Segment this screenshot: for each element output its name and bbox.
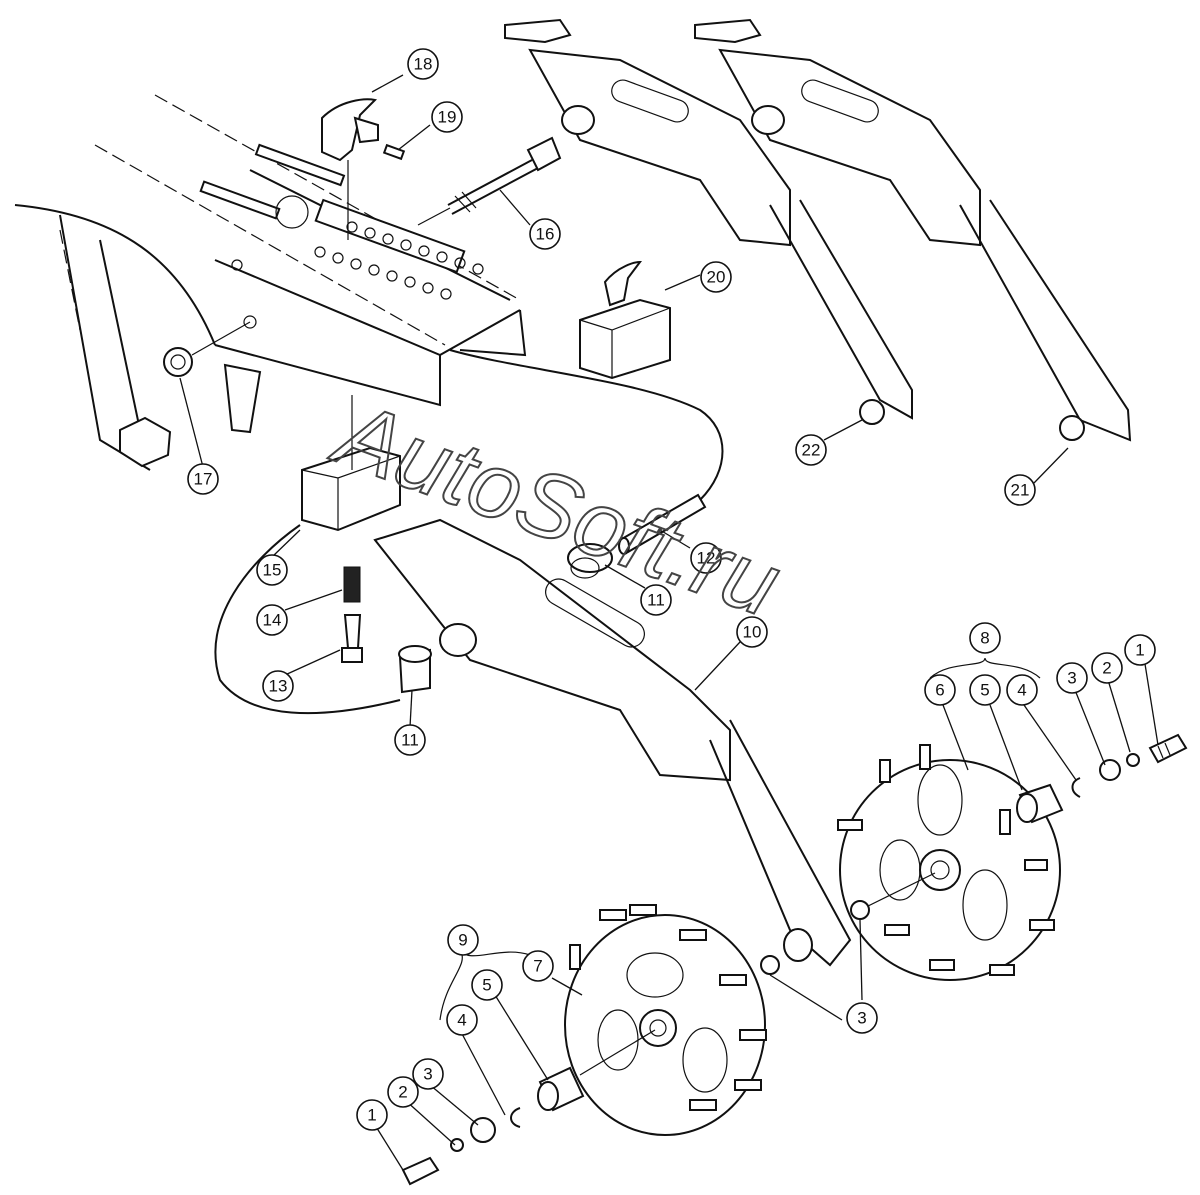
- callout-18: 18: [407, 48, 439, 80]
- callout-3-left: 3: [412, 1058, 444, 1090]
- callout-label: 4: [1017, 681, 1026, 700]
- group-brace-8: [929, 657, 1041, 679]
- callout-label: 6: [935, 681, 944, 700]
- callout-20: 20: [700, 261, 732, 293]
- callout-label: 1: [1135, 641, 1144, 660]
- callout-3-center: 3: [846, 1002, 878, 1034]
- nut-part-17: [163, 321, 251, 377]
- sprocket-assembly-part-9: [564, 904, 767, 1136]
- callout-label: 9: [458, 931, 467, 950]
- bolt-part-13: [341, 614, 363, 663]
- spring-part-14: [343, 566, 361, 603]
- callout-2-left: 2: [387, 1076, 419, 1108]
- callout-16: 16: [529, 218, 561, 250]
- callout-label: 12: [697, 549, 716, 568]
- callout-21: 21: [1004, 474, 1036, 506]
- link-cable: [214, 349, 724, 715]
- callout-12: 12: [690, 542, 722, 574]
- callout-label: 7: [533, 957, 542, 976]
- callout-2-right: 2: [1091, 652, 1123, 684]
- arm-assembly-upper-left: [504, 18, 913, 425]
- washer-parts-3: [760, 900, 870, 975]
- callout-label: 11: [647, 591, 665, 610]
- callout-5-left: 5: [471, 969, 503, 1001]
- callout-label: 5: [980, 681, 989, 700]
- pin-part-19: [382, 143, 406, 161]
- callout-label: 3: [423, 1065, 432, 1084]
- callout-label: 14: [263, 611, 282, 630]
- callout-label: 19: [438, 108, 457, 127]
- callout-22: 22: [795, 434, 827, 466]
- bolt-head-left: [119, 416, 172, 468]
- block-part-15: [301, 395, 401, 532]
- callout-label: 15: [263, 561, 282, 580]
- callout-label: 4: [457, 1011, 466, 1030]
- callout-13: 13: [262, 670, 294, 702]
- callout-label: 2: [1102, 659, 1111, 678]
- callout-1-right: 1: [1124, 634, 1156, 666]
- frame-holes: [314, 221, 484, 300]
- bushing-part-11-lower: [398, 645, 432, 694]
- latch-handle-part-18: [321, 98, 379, 240]
- callout-4-left: 4: [446, 1004, 478, 1036]
- callout-8: 8: [969, 622, 1001, 654]
- block-part-20: [579, 260, 671, 380]
- callout-6: 6: [924, 674, 956, 706]
- bushing-part-11-upper: [567, 543, 613, 579]
- callout-label: 20: [707, 268, 726, 287]
- arm-assembly-upper-right: [694, 18, 1132, 442]
- callout-label: 18: [414, 55, 433, 74]
- main-arm-part-10: [373, 518, 852, 967]
- callout-4-right: 4: [1006, 674, 1038, 706]
- callout-label: 13: [269, 677, 288, 696]
- leader-lines: [179, 74, 1159, 1171]
- tube-part-12: [618, 493, 707, 555]
- callout-label: 10: [743, 623, 762, 642]
- callout-label: 3: [857, 1009, 866, 1028]
- callout-label: 17: [194, 470, 213, 489]
- callout-1-left: 1: [356, 1099, 388, 1131]
- callout-label: 5: [482, 976, 491, 995]
- callout-17: 17: [187, 463, 219, 495]
- callout-label: 22: [802, 441, 821, 460]
- callout-label: 3: [1067, 669, 1076, 688]
- long-bolt-part-16: [417, 136, 562, 226]
- callout-7: 7: [522, 950, 554, 982]
- callout-3-right: 3: [1056, 662, 1088, 694]
- frame-beam: [14, 94, 527, 471]
- callout-19: 19: [431, 101, 463, 133]
- callout-11-upper: 11: [640, 584, 672, 616]
- callout-9: 9: [447, 924, 479, 956]
- callout-label: 1: [367, 1106, 376, 1125]
- callout-label: 21: [1011, 481, 1030, 500]
- callout-label: 16: [536, 225, 555, 244]
- callout-label: 8: [980, 629, 989, 648]
- hub-parts-right: [1016, 733, 1188, 824]
- callout-15: 15: [256, 554, 288, 586]
- callout-14: 14: [256, 604, 288, 636]
- callout-label: 2: [398, 1083, 407, 1102]
- sprocket-assembly-part-8: [837, 744, 1061, 981]
- callout-10: 10: [736, 616, 768, 648]
- callout-label: 11: [401, 731, 419, 750]
- callout-5-right: 5: [969, 674, 1001, 706]
- callout-11-lower: 11: [394, 724, 426, 756]
